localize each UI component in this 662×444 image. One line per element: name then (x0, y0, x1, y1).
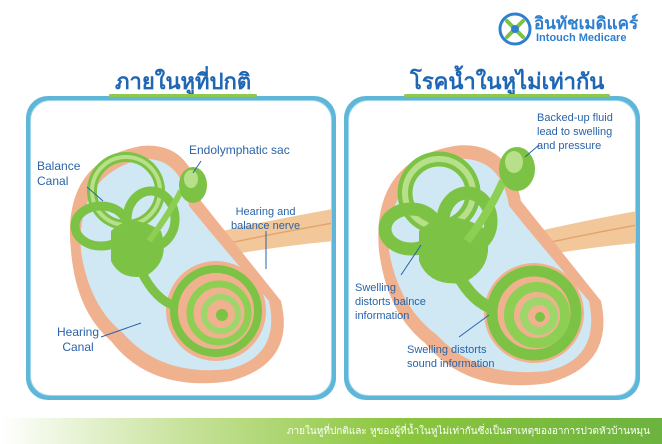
hearing-nerve-label: Hearing and balance nerve (231, 206, 301, 232)
title-right-underline (404, 94, 610, 97)
caption-bar: ภายในหูที่ปกติและ หูของผู้ที่น้ำในหูไม่เ… (0, 418, 662, 444)
brand-name-thai: อินทัชเมดิแคร์ (534, 14, 639, 33)
brand-logo: อินทัชเมดิแคร์ Intouch Medicare (498, 10, 658, 50)
balance-canal-label: Balance Canal (37, 159, 81, 188)
title-left-underline (109, 94, 257, 97)
normal-ear-panel: Balance Canal Endolymphatic sac Hearing … (30, 100, 332, 396)
normal-inner-ear-illustration (69, 145, 331, 384)
normal-ear-title: ภายในหูที่ปกติ (115, 70, 252, 95)
brand-name-english: Intouch Medicare (536, 32, 627, 44)
backed-up-fluid-label: Backed-up fluid lead to swelling and pre… (537, 112, 613, 152)
endolymphatic-sac-label: Endolymphatic sac (189, 143, 290, 157)
hearing-canal-label: Hearing Canal (57, 325, 100, 354)
intouch-logo-icon (498, 12, 532, 46)
caption-text: ภายในหูที่ปกติและ หูของผู้ที่น้ำในหูไม่เ… (286, 426, 650, 437)
swollen-inner-ear-illustration (378, 144, 635, 386)
menieres-title: โรคน้ำในหูไม่เท่ากัน (410, 70, 605, 95)
swelling-balance-label: Swelling distorts balnce information (355, 282, 426, 322)
menieres-ear-panel: Backed-up fluid lead to swelling and pre… (348, 100, 636, 396)
swelling-sound-label: Swelling distorts sound information (407, 344, 495, 370)
